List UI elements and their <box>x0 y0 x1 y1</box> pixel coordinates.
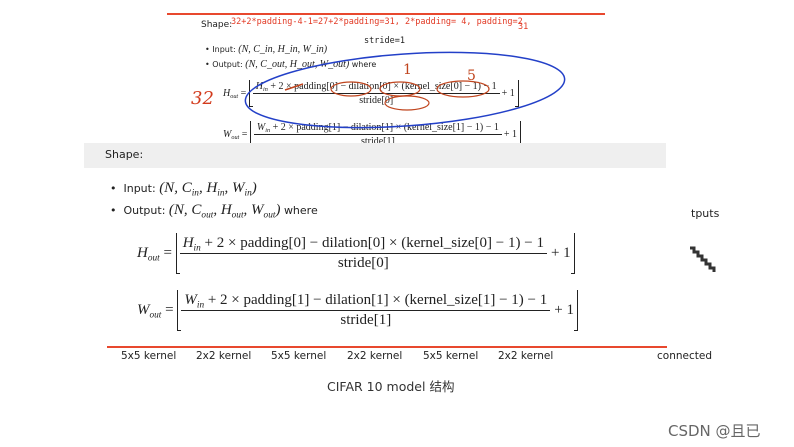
ink-strike-hin <box>284 83 304 91</box>
snippet-output-bullet: • Output: (N, C_out, H_out, W_out) where <box>205 59 376 70</box>
ink-number-5: 5 <box>467 68 476 84</box>
snippet-red-rule <box>167 13 605 15</box>
network-diagram-fragment <box>690 246 716 272</box>
main-output-label: Output: <box>123 204 166 217</box>
main-h-denominator: stride[0] <box>337 255 389 271</box>
ink-circle-stride <box>384 95 430 111</box>
main-shape-label: Shape: <box>105 148 144 161</box>
main-input-label: Input: <box>123 182 156 195</box>
bullet-dot: • <box>205 45 213 54</box>
bullet-dot: • <box>110 182 124 195</box>
ink-circle-formula <box>244 51 566 129</box>
main-h-tail: + 1 <box>550 245 571 261</box>
main-output-suffix: where <box>283 204 318 217</box>
snippet-annotation-result: 31 <box>518 22 529 32</box>
main-w-numerator: Win + 2 × padding[1] − dilation[1] × (ke… <box>181 292 551 311</box>
main-w-floor: Win + 2 × padding[1] − dilation[1] × (ke… <box>177 290 578 331</box>
main-input-math: (N, Cin, Hin, Win) <box>159 180 257 199</box>
snippet-shape-label: Shape: <box>201 20 233 30</box>
snippet-output-suffix: where <box>351 60 377 69</box>
snippet-annotation-formula: 32+2*padding-4-1=27+2*padding=31, 2*padd… <box>231 17 523 27</box>
kernel-label-5: 5x5 kernel <box>423 350 479 362</box>
main-input-bullet: • Input: (N, Cin, Hin, Win) <box>110 180 257 199</box>
ink-circle-dilation <box>379 81 421 97</box>
kernel-label-1: 5x5 kernel <box>121 350 177 362</box>
snippet-h-den: stride[0] <box>359 95 394 106</box>
main-h-floor: Hin + 2 × padding[0] − dilation[0] × (ke… <box>175 233 575 274</box>
kernel-label-3: 5x5 kernel <box>271 350 327 362</box>
outputs-fragment: tputs <box>691 207 720 220</box>
snippet-h-formula: Hout = Hin + 2 × padding[0] − dilation[0… <box>223 80 519 107</box>
top-snippet: Shape: 32+2*padding-4-1=27+2*padding=31,… <box>167 0 605 148</box>
snippet-input-label: Input: <box>212 45 236 54</box>
snippet-h-floor: Hin + 2 × padding[0] − dilation[0] × (ke… <box>248 80 519 107</box>
main-h-formula: Hout = Hin + 2 × padding[0] − dilation[0… <box>137 233 575 274</box>
figure-caption: CIFAR 10 model 结构 <box>327 379 455 394</box>
main-w-formula: Wout = Win + 2 × padding[1] − dilation[1… <box>137 290 578 331</box>
bullet-dot: • <box>205 60 213 69</box>
kernel-label-2: 2x2 kernel <box>196 350 252 362</box>
bullet-dot: • <box>110 204 124 217</box>
watermark: CSDN @且已 <box>668 422 761 440</box>
ink-circle-kernel <box>436 80 490 98</box>
main-shape-band <box>84 143 666 168</box>
kernel-label-6: 2x2 kernel <box>498 350 554 362</box>
main-output-bullet: • Output: (N, Cout, Hout, Wout) where <box>110 202 318 221</box>
snippet-output-math: (N, C_out, H_out, W_out) <box>245 59 350 70</box>
snippet-output-label: Output: <box>212 60 243 69</box>
kernel-label-4: 2x2 kernel <box>347 350 403 362</box>
snippet-w-lhs: Wout <box>223 129 240 142</box>
connected-fragment: connected <box>657 350 712 362</box>
bottom-red-rule <box>107 346 667 348</box>
main-h-lhs: Hout <box>137 245 160 264</box>
main-output-math: (N, Cout, Hout, Wout) <box>168 202 281 221</box>
main-w-lhs: Wout <box>137 302 162 321</box>
snippet-stride-note: stride=1 <box>364 36 405 46</box>
snippet-h-lhs: Hout <box>223 88 239 101</box>
ink-number-32: 32 <box>191 88 214 109</box>
main-h-numerator: Hin + 2 × padding[0] − dilation[0] × (ke… <box>179 235 547 254</box>
ink-number-1: 1 <box>403 62 412 78</box>
main-w-denominator: stride[1] <box>340 312 392 328</box>
snippet-input-math: (N, C_in, H_in, W_in) <box>238 44 328 55</box>
snippet-input-bullet: • Input: (N, C_in, H_in, W_in) <box>205 44 327 55</box>
handwritten-annotations: 32 1 5 <box>191 51 566 129</box>
main-w-tail: + 1 <box>554 302 574 318</box>
ink-circle-padding <box>330 81 372 97</box>
